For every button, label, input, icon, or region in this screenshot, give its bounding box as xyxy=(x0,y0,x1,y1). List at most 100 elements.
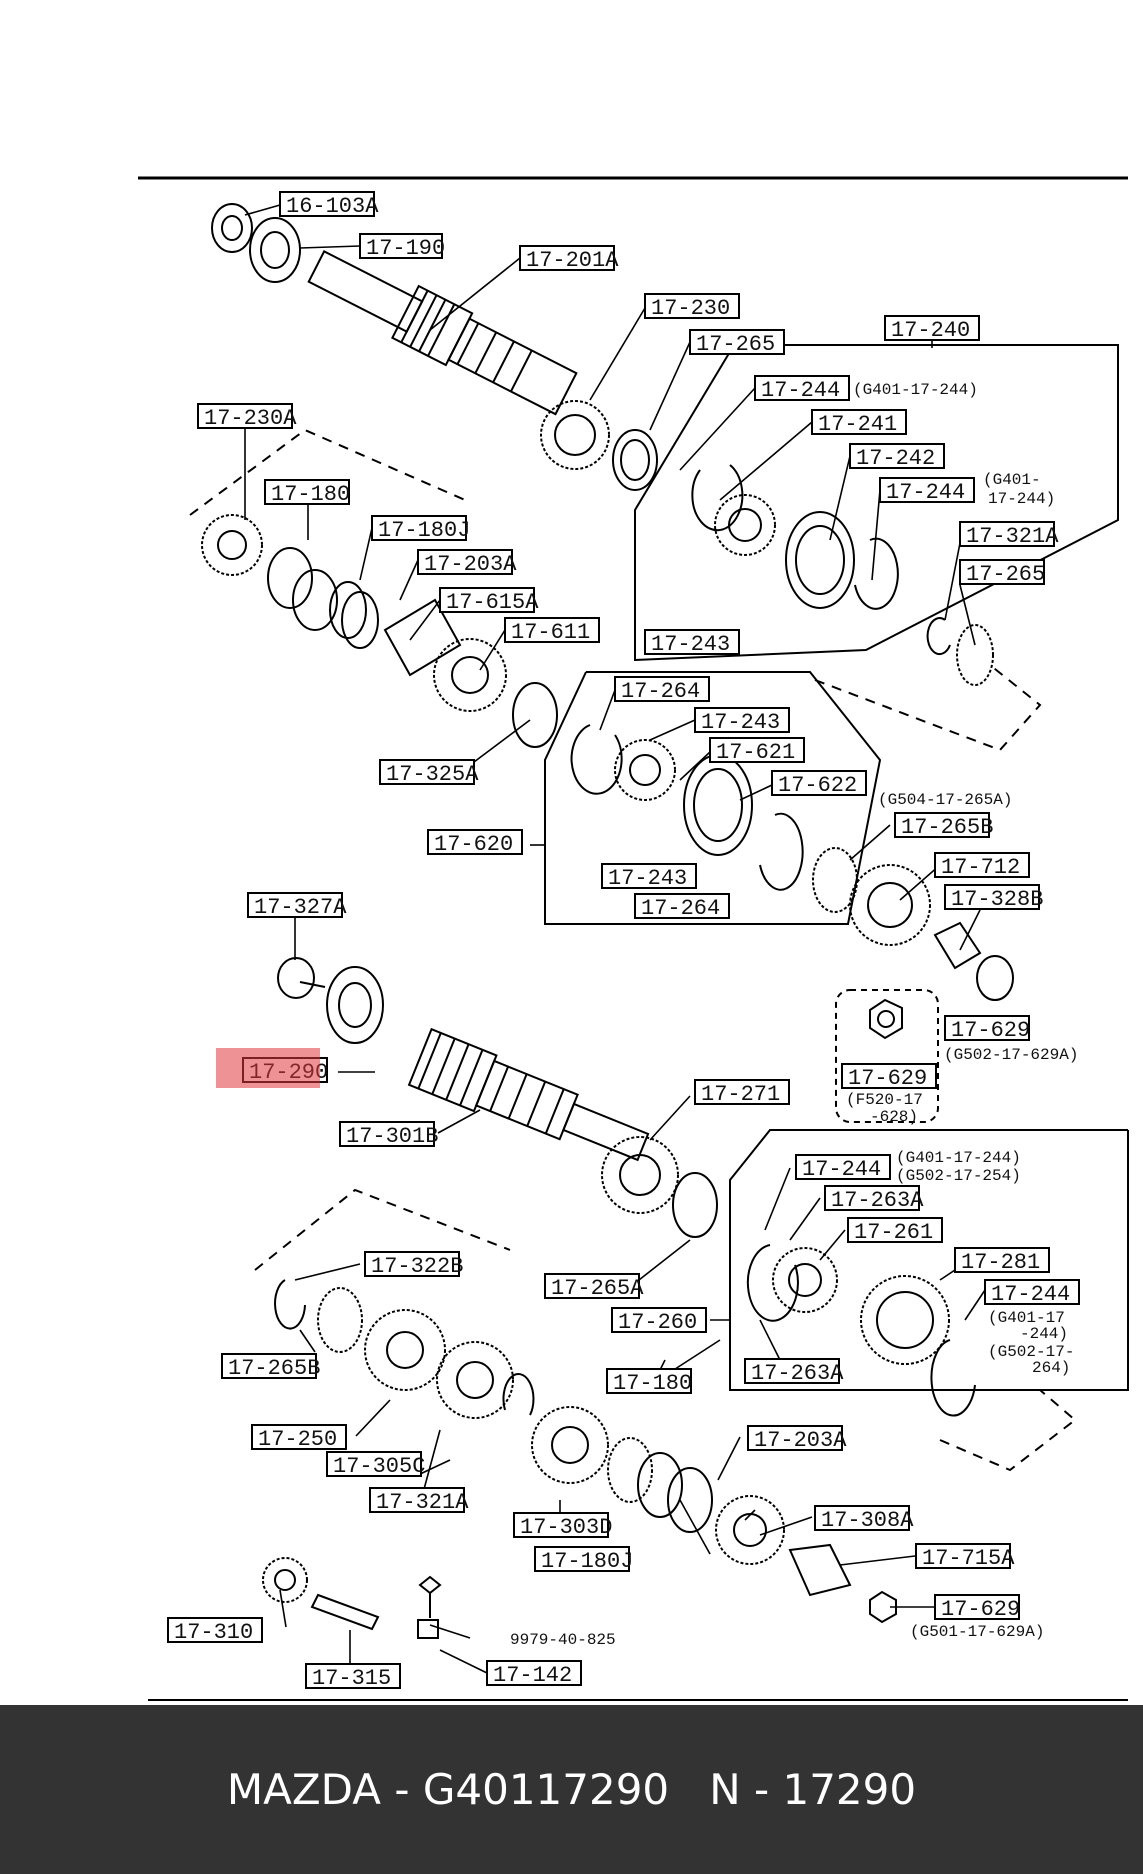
label-17-230: 17-230 xyxy=(644,293,740,321)
label-text: 17-611 xyxy=(511,620,590,645)
label-text: 17-241 xyxy=(818,412,897,437)
label-text: 17-180J xyxy=(541,1549,633,1574)
parts-drawing xyxy=(201,203,1014,1639)
gear-17-250 xyxy=(364,1309,446,1391)
label-text: 17-203A xyxy=(754,1428,847,1453)
label-text: 17-244 xyxy=(886,480,965,505)
note-text: 17-244) xyxy=(988,490,1055,508)
part-labels: 16-103A 17-190 17-201A 17-230 17-265 17-… xyxy=(167,191,1080,1691)
synchro-hub-17-261 xyxy=(772,1247,838,1313)
label-text: 17-142 xyxy=(493,1663,572,1688)
label-text: 17-243 xyxy=(651,632,730,657)
label-text: 17-244 xyxy=(802,1157,881,1182)
label-17-305C: 17-305C xyxy=(326,1451,425,1479)
note-text: 9979-40-825 xyxy=(510,1631,616,1649)
label-text: 17-620 xyxy=(434,832,513,857)
label-17-325A: 17-325A xyxy=(379,759,479,787)
label-text: 17-308A xyxy=(821,1508,914,1533)
note-text: 264) xyxy=(1032,1359,1070,1377)
label-text: 17-328B xyxy=(951,887,1043,912)
gear-17-308A xyxy=(715,1495,785,1565)
label-text: 17-265 xyxy=(966,562,1045,587)
label-17-328B: 17-328B xyxy=(944,884,1043,912)
label-17-263A: 17-263A xyxy=(824,1185,924,1213)
label-17-621: 17-621 xyxy=(709,737,805,765)
gear-17-271 xyxy=(601,1136,679,1214)
label-17-321A: 17-321A xyxy=(959,521,1059,549)
synchro-hub xyxy=(714,494,776,556)
exploded-parts-diagram: 16-103A 17-190 17-201A 17-230 17-265 17-… xyxy=(138,176,1129,1701)
label-text: 17-315 xyxy=(312,1666,391,1691)
part-notes: (G401-17-244) (G401- 17-244) (G504-17-26… xyxy=(510,381,1078,1649)
label-17-260: 17-260 xyxy=(611,1307,707,1335)
label-text: 17-203A xyxy=(424,552,517,577)
label-text: 17-250 xyxy=(258,1427,337,1452)
label-text: 17-265B xyxy=(228,1356,320,1381)
label-text: 17-615A xyxy=(446,590,539,615)
label-text: 17-265A xyxy=(551,1276,644,1301)
gear-17-281 xyxy=(860,1275,950,1365)
label-text: 17-321A xyxy=(966,524,1059,549)
label-text: 17-242 xyxy=(856,446,935,471)
note-text: -244) xyxy=(1020,1325,1068,1343)
label-17-615A: 17-615A xyxy=(439,587,539,615)
label-17-240: 17-240 xyxy=(884,315,980,343)
label-17-712: 17-712 xyxy=(934,852,1030,880)
label-17-244c: 17-244 xyxy=(795,1154,891,1182)
label-17-265A: 17-265A xyxy=(544,1273,644,1301)
label-text: 17-712 xyxy=(941,855,1020,880)
label-17-264b: 17-264 xyxy=(634,893,730,921)
label-text: 17-264 xyxy=(641,896,720,921)
note-text: -628) xyxy=(870,1108,918,1126)
label-17-180J: 17-180J xyxy=(534,1546,633,1574)
synchro-ring xyxy=(612,429,658,491)
label-text: 17-263A xyxy=(831,1188,924,1213)
label-17-265: 17-265 xyxy=(689,329,785,357)
label-17-264: 17-264 xyxy=(614,676,710,704)
snap-ring xyxy=(691,464,744,532)
label-text: 17-622 xyxy=(778,773,857,798)
label-17-620: 17-620 xyxy=(427,829,523,857)
label-17-203A: 17-203A xyxy=(417,549,517,577)
nut-17-629-lower xyxy=(869,1590,897,1624)
label-text: 17-629 xyxy=(941,1597,1020,1622)
note-text: (G401-17 xyxy=(988,1309,1065,1327)
label-17-244b: 17-244 xyxy=(879,477,975,505)
note-text: (F520-17 xyxy=(846,1091,923,1109)
label-17-629b: 17-629 xyxy=(841,1063,937,1091)
label-text: 17-264 xyxy=(621,679,700,704)
note-text: (G501-17-629A) xyxy=(910,1623,1044,1641)
label-text: 17-281 xyxy=(961,1250,1040,1275)
label-17-265B: 17-265B xyxy=(894,812,993,840)
label-text: 17-327A xyxy=(254,895,347,920)
label-text: 17-201A xyxy=(526,248,619,273)
label-text: 17-263A xyxy=(751,1361,844,1386)
label-text: 17-321A xyxy=(376,1490,469,1515)
gear-17-305C xyxy=(436,1341,514,1419)
label-text: 17-301B xyxy=(346,1124,438,1149)
label-17-315: 17-315 xyxy=(305,1663,401,1691)
part-number-caption: MAZDA - G40117290 N - 17290 xyxy=(226,1765,917,1814)
label-text: 16-103A xyxy=(286,194,379,219)
label-17-322B: 17-322B xyxy=(364,1251,463,1279)
seal-ring xyxy=(211,203,253,253)
label-17-308A: 17-308A xyxy=(814,1505,914,1533)
label-17-629: 17-629 xyxy=(944,1015,1030,1043)
note-text: (G401-17-244) xyxy=(896,1149,1021,1167)
label-17-201A: 17-201A xyxy=(519,245,619,273)
label-17-622: 17-622 xyxy=(771,770,867,798)
label-17-244d: 17-244 xyxy=(984,1279,1080,1307)
label-text: 17-303D xyxy=(520,1515,612,1540)
label-17-243b: 17-243 xyxy=(694,707,790,735)
label-text: 17-230A xyxy=(204,406,297,431)
label-text: 17-271 xyxy=(701,1082,780,1107)
label-17-250: 17-250 xyxy=(251,1424,347,1452)
gear-17-310 xyxy=(262,1557,308,1603)
label-17-180J: 17-180J xyxy=(371,515,470,543)
label-17-303D: 17-303D xyxy=(513,1512,612,1540)
label-17-241: 17-241 xyxy=(811,409,907,437)
label-text: 17-325A xyxy=(386,762,479,787)
synchro-hub-17-621 xyxy=(614,739,676,801)
note-text: (G502-17- xyxy=(988,1343,1074,1361)
group-outlines xyxy=(189,344,1129,1472)
